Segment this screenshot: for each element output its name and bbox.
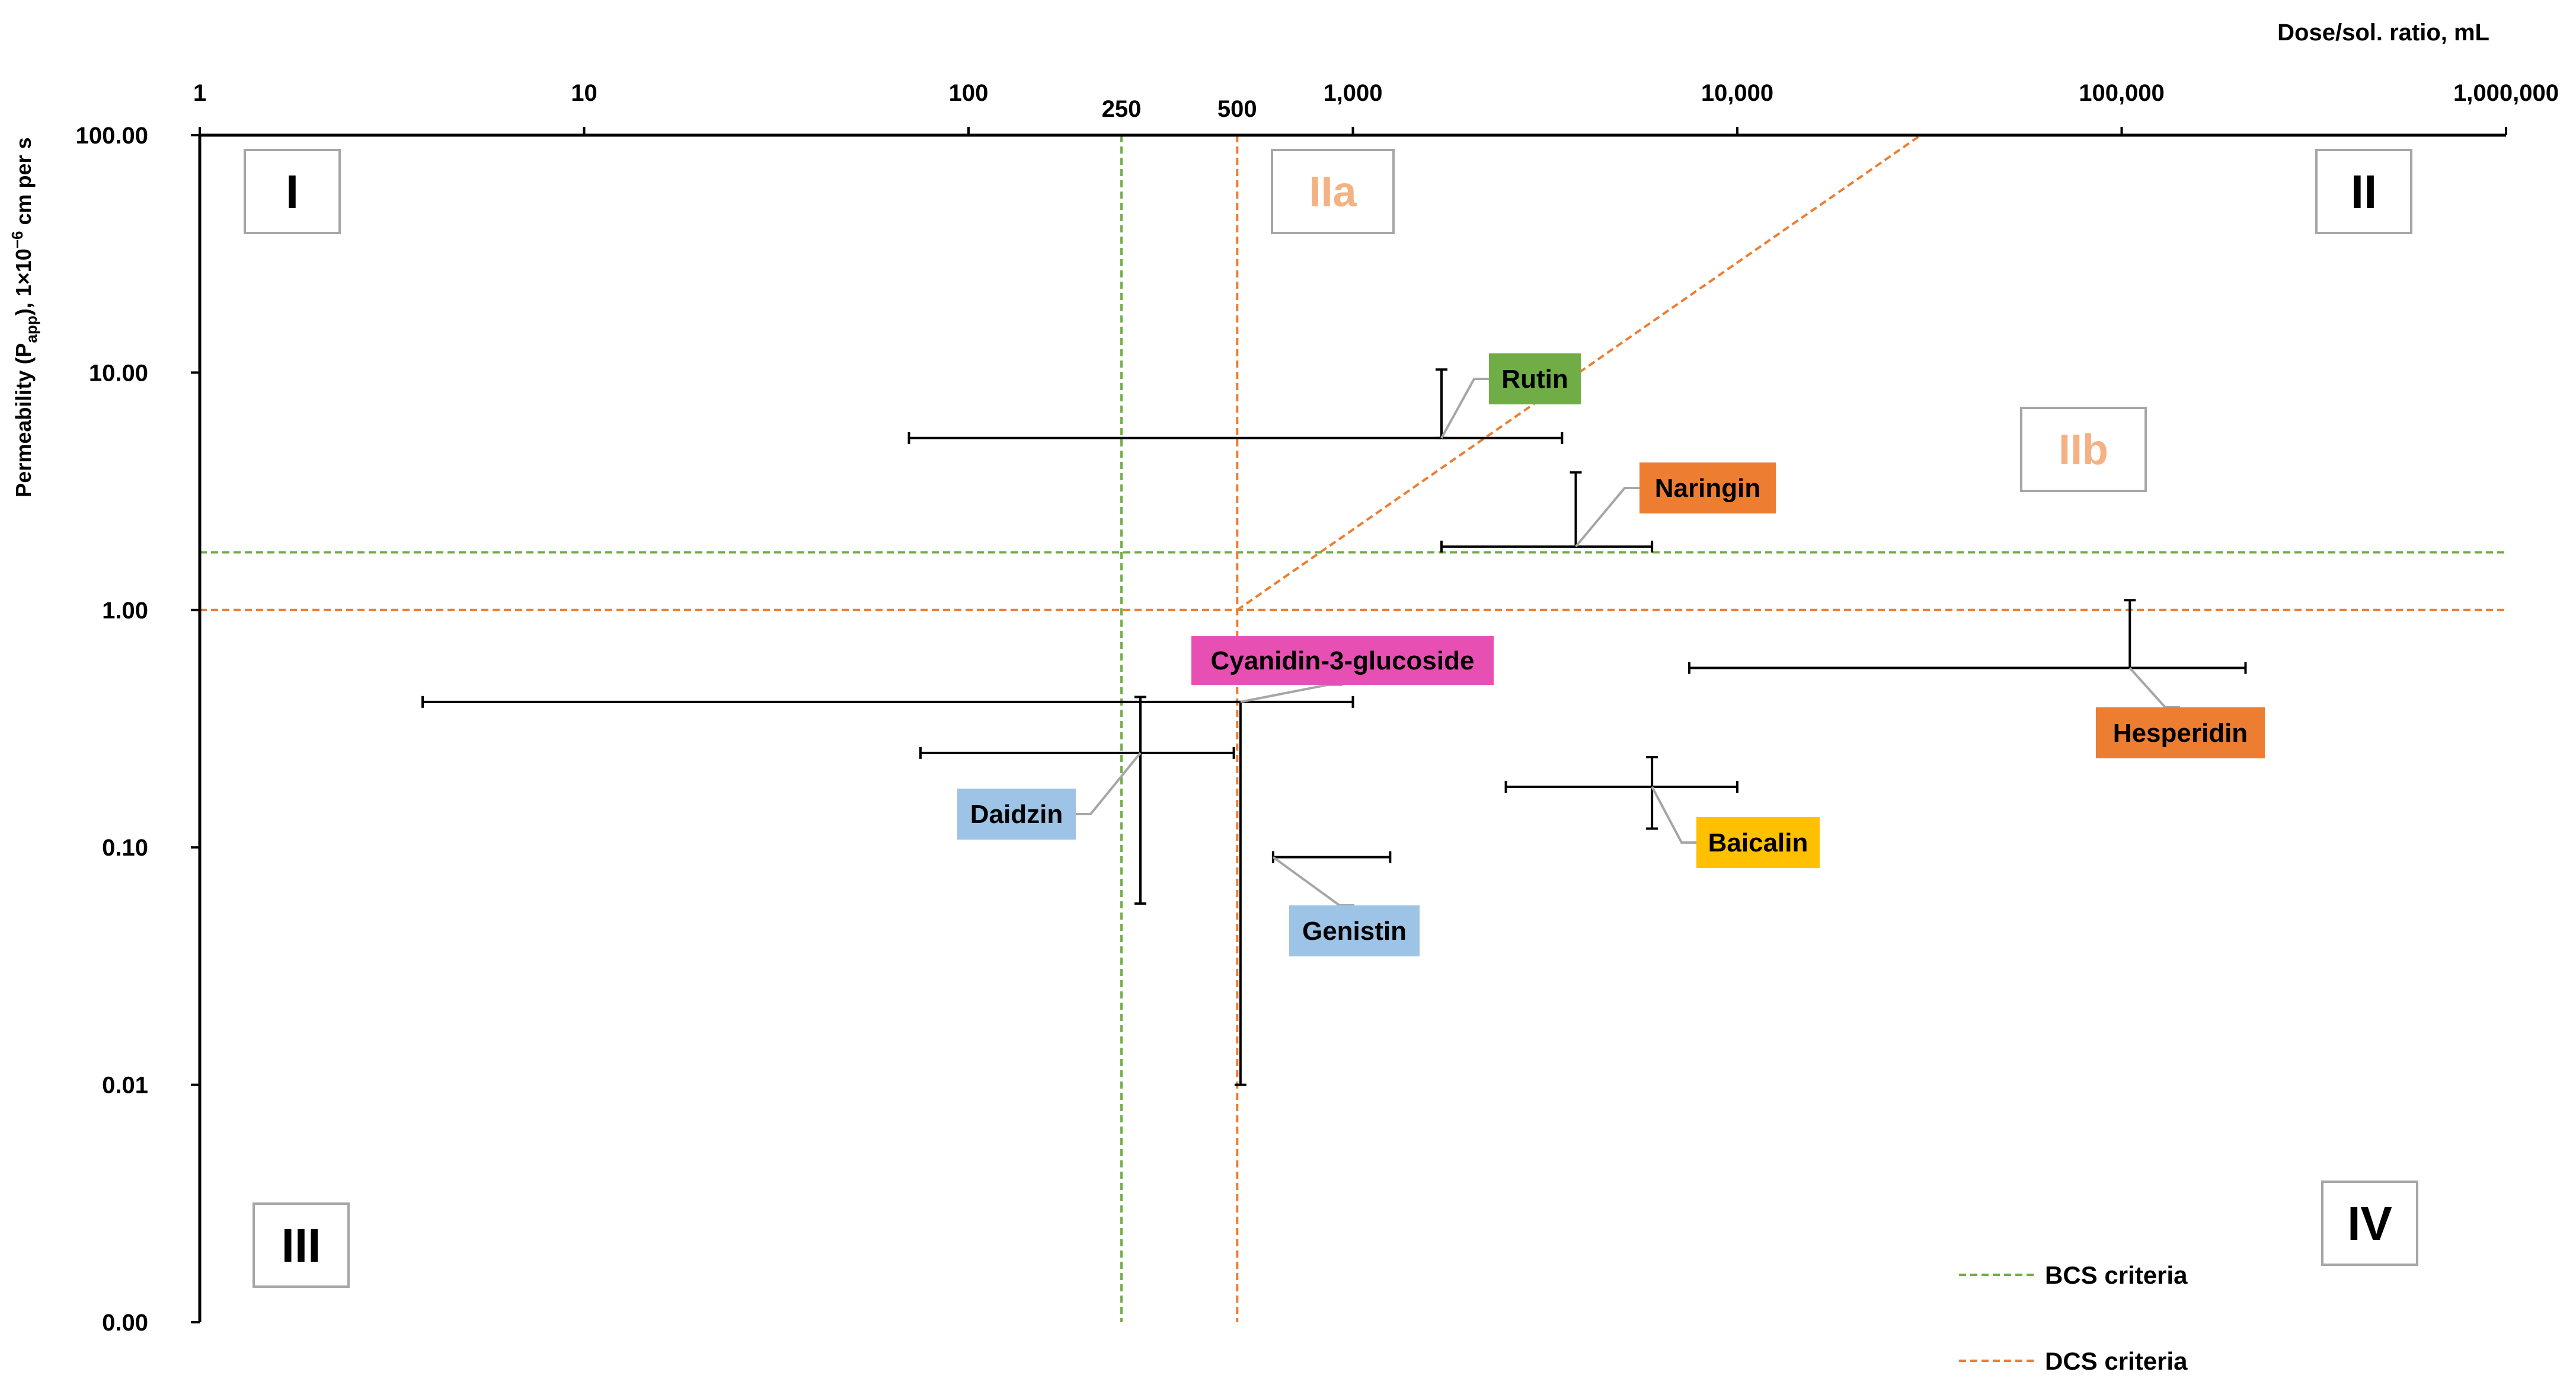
label-background xyxy=(957,789,1076,840)
label-rutin: Rutin xyxy=(1489,353,1581,404)
region-label: III xyxy=(282,1219,321,1272)
x-tick-labels: 1 10 100 1,000 10,000 100,000 1,000,000 250 500 xyxy=(193,80,2559,135)
x-tick-label: 1,000 xyxy=(1323,80,1382,106)
label-background xyxy=(1489,353,1581,404)
label-background xyxy=(1289,905,1420,956)
error-bar-genistin xyxy=(1271,851,1392,863)
x-tick-label: 1,000,000 xyxy=(2453,80,2559,106)
error-bar-baicalin xyxy=(1504,755,1738,830)
x-tick-label: 1 xyxy=(193,80,206,106)
leader-genistin xyxy=(1272,856,1354,907)
x-axis-label: Dose/sol. ratio, mL xyxy=(2277,20,2489,46)
leader-daidzin xyxy=(1076,752,1142,815)
y-tick-label: 100.00 xyxy=(76,123,148,149)
x-tick-label: 250 xyxy=(1102,96,1142,122)
x-tick-label: 100,000 xyxy=(2079,80,2165,106)
label-text: Baicalin xyxy=(1708,828,1808,857)
error-bar-naringin xyxy=(1440,471,1654,553)
legend-label-bcs-criteria: BCS criteria xyxy=(2045,1261,2188,1289)
error-bar-cyanidin-3-glucoside xyxy=(421,696,1354,1086)
region-box xyxy=(244,149,341,234)
region-box xyxy=(2321,1181,2418,1266)
region-box xyxy=(1271,149,1395,234)
region-box xyxy=(253,1202,350,1288)
leader-cyanidin-3-glucoside xyxy=(1240,684,1343,703)
label-background xyxy=(1191,636,1494,685)
error-bar-hesperidin xyxy=(1687,599,2247,674)
region-iii: III xyxy=(253,1202,350,1288)
label-text: Daidzin xyxy=(970,800,1063,829)
y-tick-label: 0.10 xyxy=(102,835,148,861)
region-box xyxy=(2315,149,2412,234)
leader-naringin xyxy=(1574,487,1639,548)
reference-lines xyxy=(200,134,2506,1322)
x-tick-label: 100 xyxy=(949,80,989,106)
region-i: I xyxy=(244,149,341,234)
label-daidzin: Daidzin xyxy=(957,789,1076,840)
x-tick-label: 10 xyxy=(571,80,597,106)
y-tick-label: 0.01 xyxy=(102,1073,148,1099)
region-label: IV xyxy=(2347,1197,2392,1250)
region-label: I xyxy=(286,165,299,218)
label-background xyxy=(2096,707,2265,758)
leader-hesperidin xyxy=(2128,667,2180,709)
label-text: Rutin xyxy=(1501,365,1568,394)
label-text: Hesperidin xyxy=(2113,719,2248,748)
region-iib: IIb xyxy=(2020,407,2147,492)
region-label: IIb xyxy=(2059,426,2108,474)
x-tick-label: 500 xyxy=(1217,96,1257,122)
leader-baicalin xyxy=(1651,786,1696,844)
error-bar-daidzin xyxy=(919,696,1235,905)
region-label: IIa xyxy=(1309,168,1357,216)
label-background xyxy=(1696,817,1820,868)
label-genistin: Genistin xyxy=(1289,905,1420,956)
leader-rutin xyxy=(1440,378,1489,439)
label-naringin: Naringin xyxy=(1639,462,1776,513)
label-hesperidin: Hesperidin xyxy=(2096,707,2265,758)
region-iv: IV xyxy=(2321,1181,2418,1266)
region-ii: II xyxy=(2315,149,2412,234)
region-label: II xyxy=(2351,165,2377,218)
label-baicalin: Baicalin xyxy=(1696,817,1820,868)
legend-label-dcs-criteria: DCS criteria xyxy=(2045,1347,2188,1375)
x-tick-label: 10,000 xyxy=(1701,80,1773,106)
region-iia: IIa xyxy=(1271,149,1395,234)
label-cyanidin-3-glucoside: Cyanidin-3-glucoside xyxy=(1191,636,1494,685)
y-tick-label: 1.00 xyxy=(102,598,148,624)
region-box xyxy=(2020,407,2147,492)
label-text: Cyanidin-3-glucoside xyxy=(1211,646,1475,675)
dcs-criteria-line xyxy=(1236,134,1922,611)
error-bars xyxy=(421,368,2247,1086)
y-tick-labels: 100.00 10.00 1.00 0.10 0.01 0.00 xyxy=(76,123,200,1336)
label-text: Naringin xyxy=(1655,474,1760,503)
y-axis-label: Permeability (Papp), 1×10−6 cm per s xyxy=(8,137,40,497)
label-background xyxy=(1639,462,1776,513)
label-text: Genistin xyxy=(1302,917,1407,946)
error-bar-rutin xyxy=(907,368,1564,444)
y-tick-label: 0.00 xyxy=(102,1310,148,1336)
y-tick-label: 10.00 xyxy=(89,360,148,386)
